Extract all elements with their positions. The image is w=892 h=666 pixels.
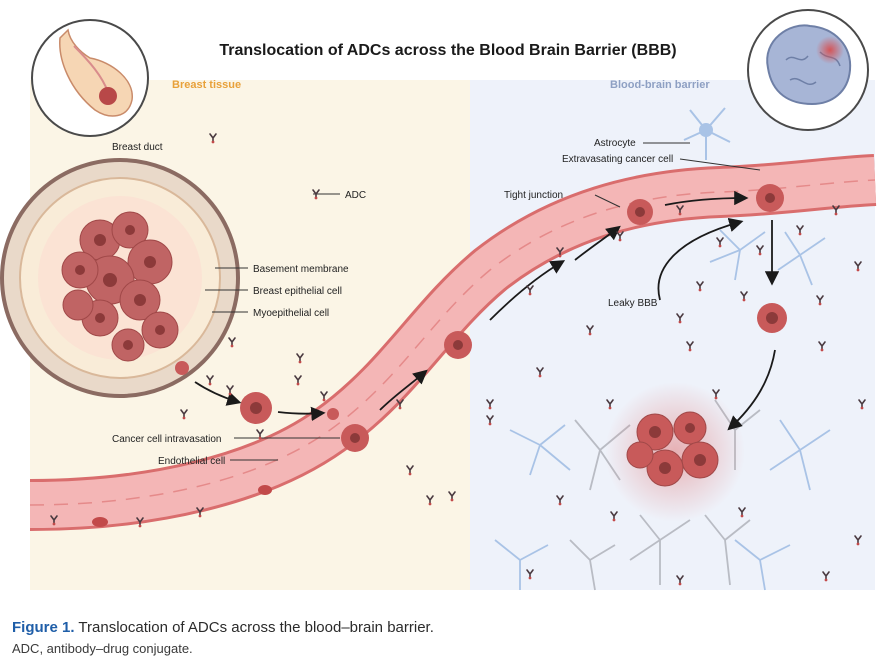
- breast-inset: [31, 19, 149, 137]
- adc-label: ADC: [345, 190, 366, 201]
- astrocyte-cell: [683, 107, 731, 160]
- figure-title: Translocation of ADCs across the Blood B…: [219, 42, 676, 59]
- glial-network: [494, 229, 831, 591]
- caption-text: Translocation of ADCs across the blood–b…: [78, 619, 434, 636]
- caption-abbreviation: ADC, antibody–drug conjugate.: [12, 641, 193, 656]
- header-band: [30, 0, 875, 80]
- bbb-region-label: Blood-brain barrier: [610, 79, 710, 91]
- basement-membrane-label: Basement membrane: [253, 264, 349, 275]
- leader-lines: [205, 142, 761, 461]
- circulating-cancer-cell: [240, 392, 339, 424]
- breast-duct-label: Breast duct: [112, 142, 163, 153]
- astrocyte-label: Astrocyte: [594, 138, 636, 149]
- brain-inset: [747, 9, 869, 131]
- vessel-cancer-cells: [92, 184, 784, 527]
- brain-metastasis: [605, 382, 745, 522]
- myoepithelial-cell-label: Myoepithelial cell: [253, 308, 329, 319]
- caption-figure-label: Figure 1.: [12, 619, 75, 636]
- bbb-diagram: Translocation of ADCs across the Blood B…: [0, 0, 877, 591]
- cancer-cell-intravasation-label: Cancer cell intravasation: [112, 434, 222, 445]
- breast-tissue-label: Breast tissue: [172, 79, 241, 91]
- caption-line: Figure 1. Translocation of ADCs across t…: [12, 618, 882, 638]
- breast-epithelial-cell-label: Breast epithelial cell: [253, 286, 342, 297]
- leaky-bbb-label: Leaky BBB: [608, 298, 658, 309]
- breast-duct: [0, 158, 240, 398]
- extravasated-cancer-cell: [757, 303, 787, 333]
- figure-caption: Figure 1. Translocation of ADCs across t…: [12, 618, 882, 658]
- tight-junction-label: Tight junction: [504, 190, 563, 201]
- extravasating-cancer-cell-label: Extravasating cancer cell: [562, 154, 673, 165]
- endothelial-cell-label: Endothelial cell: [158, 456, 225, 467]
